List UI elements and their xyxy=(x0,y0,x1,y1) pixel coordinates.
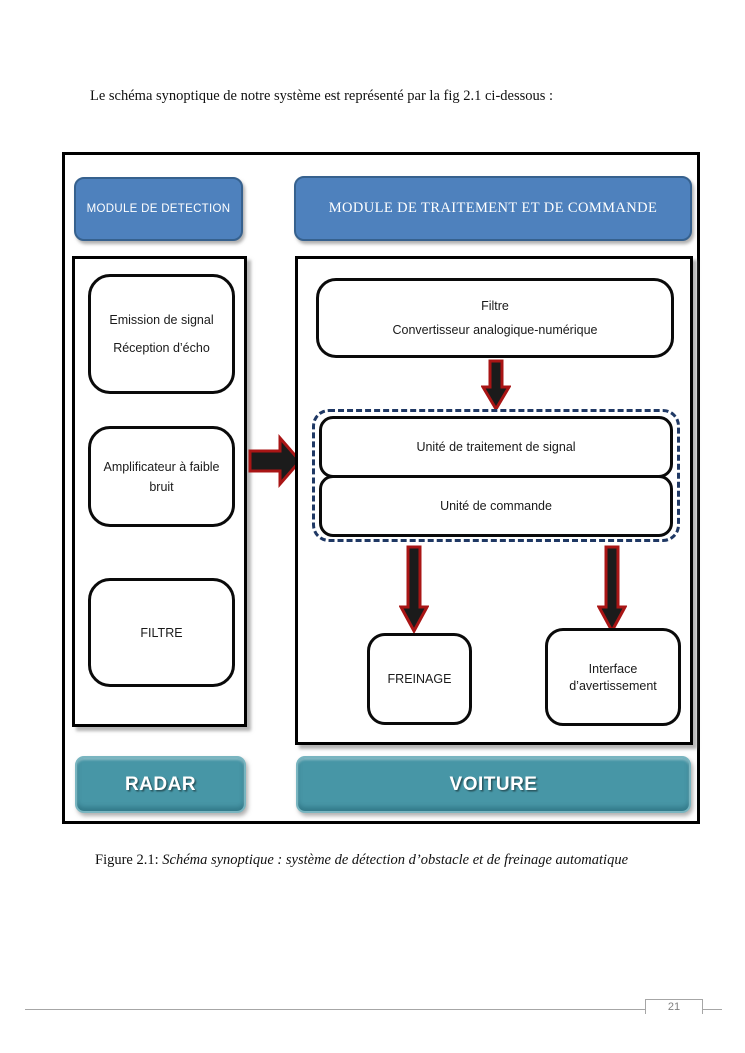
box-label: Unité de commande xyxy=(440,499,552,513)
filter-converter-box: Filtre Convertisseur analogique-numériqu… xyxy=(316,278,674,358)
footer-rule-right xyxy=(703,1009,722,1010)
box-label: d’avertissement xyxy=(569,678,657,693)
box-label: Interface xyxy=(588,661,638,676)
caption-text: Schéma synoptique : système de détection… xyxy=(158,852,629,868)
arrow-down-icon xyxy=(480,359,512,416)
box-label: FREINAGE xyxy=(387,672,452,686)
caption-prefix: Figure 2.1: xyxy=(95,852,159,868)
interface-avertissement-box: Interface d’avertissement xyxy=(545,628,681,726)
processing-header: MODULE DE TRAITEMENT ET DE COMMANDE xyxy=(294,176,692,241)
arrow-down-icon xyxy=(596,545,628,638)
command-unit-box: Unité de commande xyxy=(319,475,673,537)
intro-text: Le schéma synoptique de notre système es… xyxy=(90,88,554,104)
box-label: Amplificateur à faible xyxy=(103,459,220,474)
box-label: Convertisseur analogique-numérique xyxy=(392,323,598,337)
voiture-label-box: VOITURE xyxy=(296,756,691,813)
box-label: Unité de traitement de signal xyxy=(416,440,576,454)
box-label: Réception d’écho xyxy=(113,341,210,355)
box-label: bruit xyxy=(149,479,174,494)
units-dashed-group: Unité de traitement de signal Unité de c… xyxy=(312,409,680,542)
amplificateur-box: Amplificateur à faible bruit xyxy=(88,426,235,527)
processing-container: Filtre Convertisseur analogique-numériqu… xyxy=(295,256,693,745)
footer-rule-left xyxy=(25,1009,645,1010)
emission-reception-box: Emission de signal Réception d’écho xyxy=(88,274,235,394)
arrow-down-icon xyxy=(398,545,430,638)
box-label: Filtre xyxy=(481,299,509,313)
detection-container: Emission de signal Réception d’écho Ampl… xyxy=(72,256,247,727)
filtre-box: FILTRE xyxy=(88,578,235,687)
figure-caption: Figure 2.1: Schéma synoptique : système … xyxy=(95,852,695,869)
freinage-box: FREINAGE xyxy=(367,633,472,725)
detection-header: MODULE DE DETECTION xyxy=(74,177,243,241)
signal-processing-unit-box: Unité de traitement de signal xyxy=(319,416,673,478)
box-label: FILTRE xyxy=(140,625,183,640)
page-number-tab: 21 xyxy=(645,999,703,1014)
arrow-right-icon xyxy=(248,430,302,497)
box-label: Emission de signal xyxy=(109,313,214,327)
radar-label-box: RADAR xyxy=(75,756,246,813)
page-number: 21 xyxy=(667,1001,681,1013)
diagram-frame: MODULE DE DETECTION MODULE DE TRAITEMENT… xyxy=(62,152,700,824)
